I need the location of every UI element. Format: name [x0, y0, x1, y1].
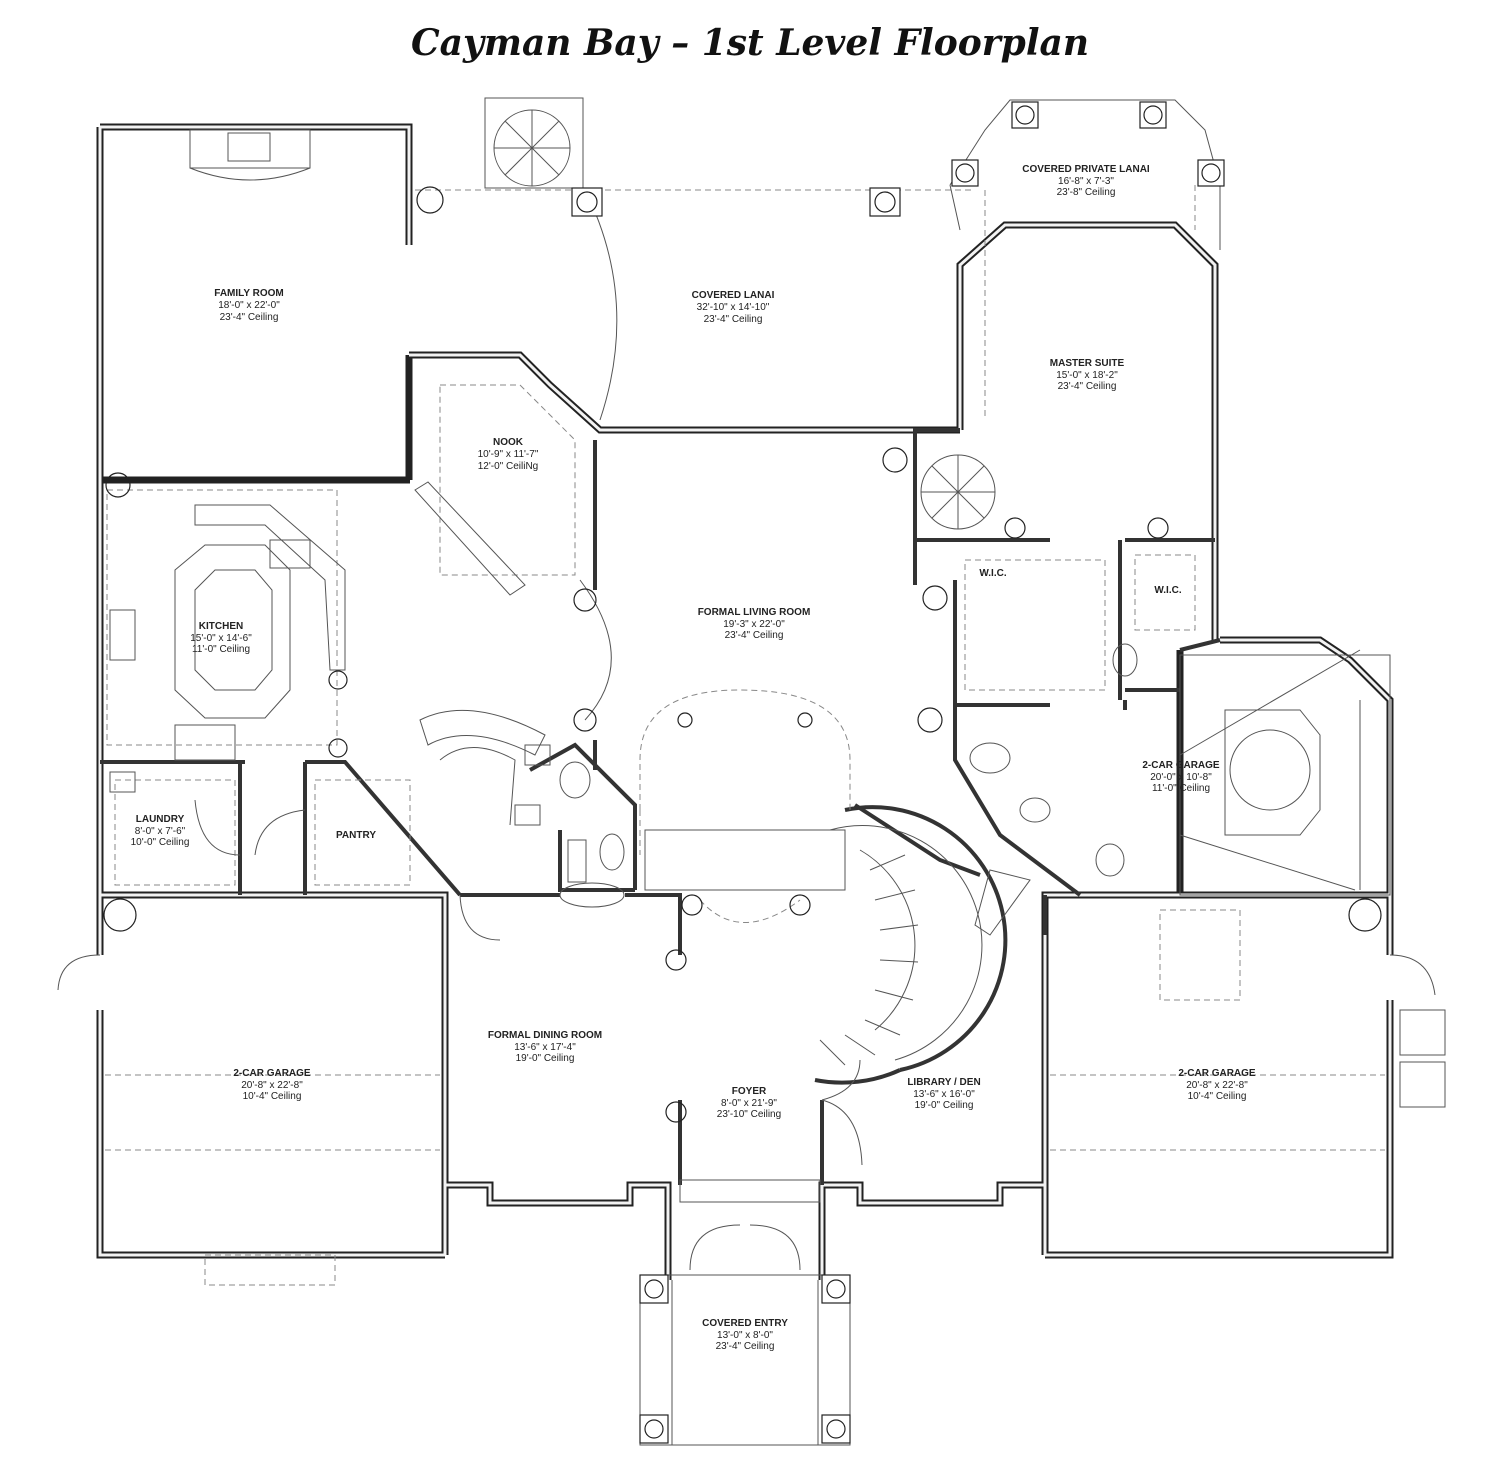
room-label-garage-left: 2-CAR GARAGE 20'-8" x 22'-8" 10'-4" Ceil…: [233, 1068, 311, 1102]
master-suite-ceiling: 23'-4" Ceiling: [1058, 381, 1117, 392]
plan-title: Cayman Bay – 1st Level Floorplan: [410, 22, 1090, 64]
room-label-covered-entry: COVERED ENTRY 13'-0" x 8'-0" 23'-4" Ceil…: [702, 1318, 788, 1352]
formal-dining-room-name: FORMAL DINING ROOM: [488, 1030, 602, 1041]
covered-entry-ceiling: 23'-4" Ceiling: [716, 1341, 775, 1352]
covered-private-lanai-name: COVERED PRIVATE LANAI: [1022, 164, 1150, 175]
room-label-nook: NOOK 10'-9" x 11'-7" 12'-0" CeiliNg: [478, 437, 539, 472]
room-label-master-suite: MASTER SUITE 15'-0" x 18'-2" 23'-4" Ceil…: [1050, 358, 1125, 392]
room-label-family-room: FAMILY ROOM 18'-0" x 22'-0" 23'-4" Ceili…: [214, 288, 283, 323]
laundry-size: 8'-0" x 7'-6": [135, 826, 186, 837]
foyer-ceiling: 23'-10" Ceiling: [717, 1109, 781, 1120]
pantry-name: PANTRY: [336, 830, 376, 841]
formal-dining-room-size: 13'-6" x 17'-4": [514, 1042, 576, 1053]
formal-living-room-ceiling: 23'-4" Ceiling: [725, 630, 784, 641]
laundry-ceiling: 10'-0" Ceiling: [131, 837, 190, 848]
wic-right-name: W.I.C.: [1154, 585, 1181, 596]
room-label-formal-dining-room: FORMAL DINING ROOM 13'-6" x 17'-4" 19'-0…: [488, 1030, 602, 1064]
garage-left-ceiling: 10'-4" Ceiling: [243, 1091, 302, 1102]
covered-lanai-size: 32'-10" x 14'-10": [697, 302, 770, 313]
covered-entry-size: 13'-0" x 8'-0": [717, 1330, 773, 1341]
room-label-covered-private-lanai: COVERED PRIVATE LANAI 16'-8" x 7'-3" 23'…: [1022, 164, 1150, 198]
covered-private-lanai-ceiling: 23'-8" Ceiling: [1057, 187, 1116, 198]
master-suite-name: MASTER SUITE: [1050, 358, 1125, 369]
formal-living-room-name: FORMAL LIVING ROOM: [698, 607, 811, 618]
garage-small-size: 20'-0" x 10'-8": [1150, 772, 1212, 783]
library-den-name: LIBRARY / DEN: [907, 1077, 980, 1088]
foyer-size: 8'-0" x 21'-9": [721, 1098, 777, 1109]
covered-lanai-name: COVERED LANAI: [692, 290, 775, 301]
kitchen-ceiling: 11'-0" Ceiling: [192, 644, 250, 655]
ceiling-lines: [105, 185, 1385, 1286]
room-label-foyer: FOYER 8'-0" x 21'-9" 23'-10" Ceiling: [717, 1086, 781, 1120]
family-room-size: 18'-0" x 22'-0": [218, 300, 280, 311]
garage-right-name: 2-CAR GARAGE: [1178, 1068, 1256, 1079]
kitchen-name: KITCHEN: [199, 621, 243, 632]
laundry-name: LAUNDRY: [136, 814, 185, 825]
nook-name: NOOK: [493, 437, 524, 448]
library-den-ceiling: 19'-0" Ceiling: [915, 1100, 974, 1111]
room-label-garage-small: 2-CAR GARAGE 20'-0" x 10'-8" 11'-0" Ceil…: [1142, 760, 1220, 794]
formal-dining-room-ceiling: 19'-0" Ceiling: [516, 1053, 575, 1064]
wic-left-name: W.I.C.: [979, 568, 1006, 579]
master-suite-size: 15'-0" x 18'-2": [1056, 370, 1118, 381]
room-label-formal-living-room: FORMAL LIVING ROOM 19'-3" x 22'-0" 23'-4…: [698, 607, 811, 641]
garage-right-ceiling: 10'-4" Ceiling: [1188, 1091, 1247, 1102]
nook-ceiling: 12'-0" CeiliNg: [478, 461, 538, 472]
garage-left-name: 2-CAR GARAGE: [233, 1068, 311, 1079]
garage-small-ceiling: 11'-0" Ceiling: [1152, 783, 1210, 794]
covered-private-lanai-size: 16'-8" x 7'-3": [1058, 176, 1114, 187]
room-label-garage-right: 2-CAR GARAGE 20'-8" x 22'-8" 10'-4" Ceil…: [1178, 1068, 1256, 1102]
foyer-name: FOYER: [732, 1086, 767, 1097]
garage-left-size: 20'-8" x 22'-8": [241, 1080, 303, 1091]
kitchen-size: 15'-0" x 14'-6": [190, 633, 252, 644]
garage-right-size: 20'-8" x 22'-8": [1186, 1080, 1248, 1091]
room-label-laundry: LAUNDRY 8'-0" x 7'-6" 10'-0" Ceiling: [131, 814, 190, 848]
family-room-name: FAMILY ROOM: [214, 288, 283, 299]
room-label-kitchen: KITCHEN 15'-0" x 14'-6" 11'-0" Ceiling: [190, 621, 252, 655]
garage-small-name: 2-CAR GARAGE: [1142, 760, 1220, 771]
interior-walls: [100, 428, 1221, 1185]
covered-entry-name: COVERED ENTRY: [702, 1318, 788, 1329]
family-room-ceiling: 23'-4" Ceiling: [220, 312, 279, 323]
room-label-library-den: LIBRARY / DEN 13'-6" x 16'-0" 19'-0" Cei…: [907, 1077, 980, 1111]
covered-lanai-ceiling: 23'-4" Ceiling: [704, 314, 763, 325]
detail-lines: [57, 97, 1446, 1446]
nook-size: 10'-9" x 11'-7": [478, 449, 539, 460]
library-den-size: 13'-6" x 16'-0": [913, 1089, 975, 1100]
formal-living-room-size: 19'-3" x 22'-0": [723, 619, 785, 630]
columns: [103, 101, 1382, 1444]
room-label-covered-lanai: COVERED LANAI 32'-10" x 14'-10" 23'-4" C…: [692, 290, 775, 325]
